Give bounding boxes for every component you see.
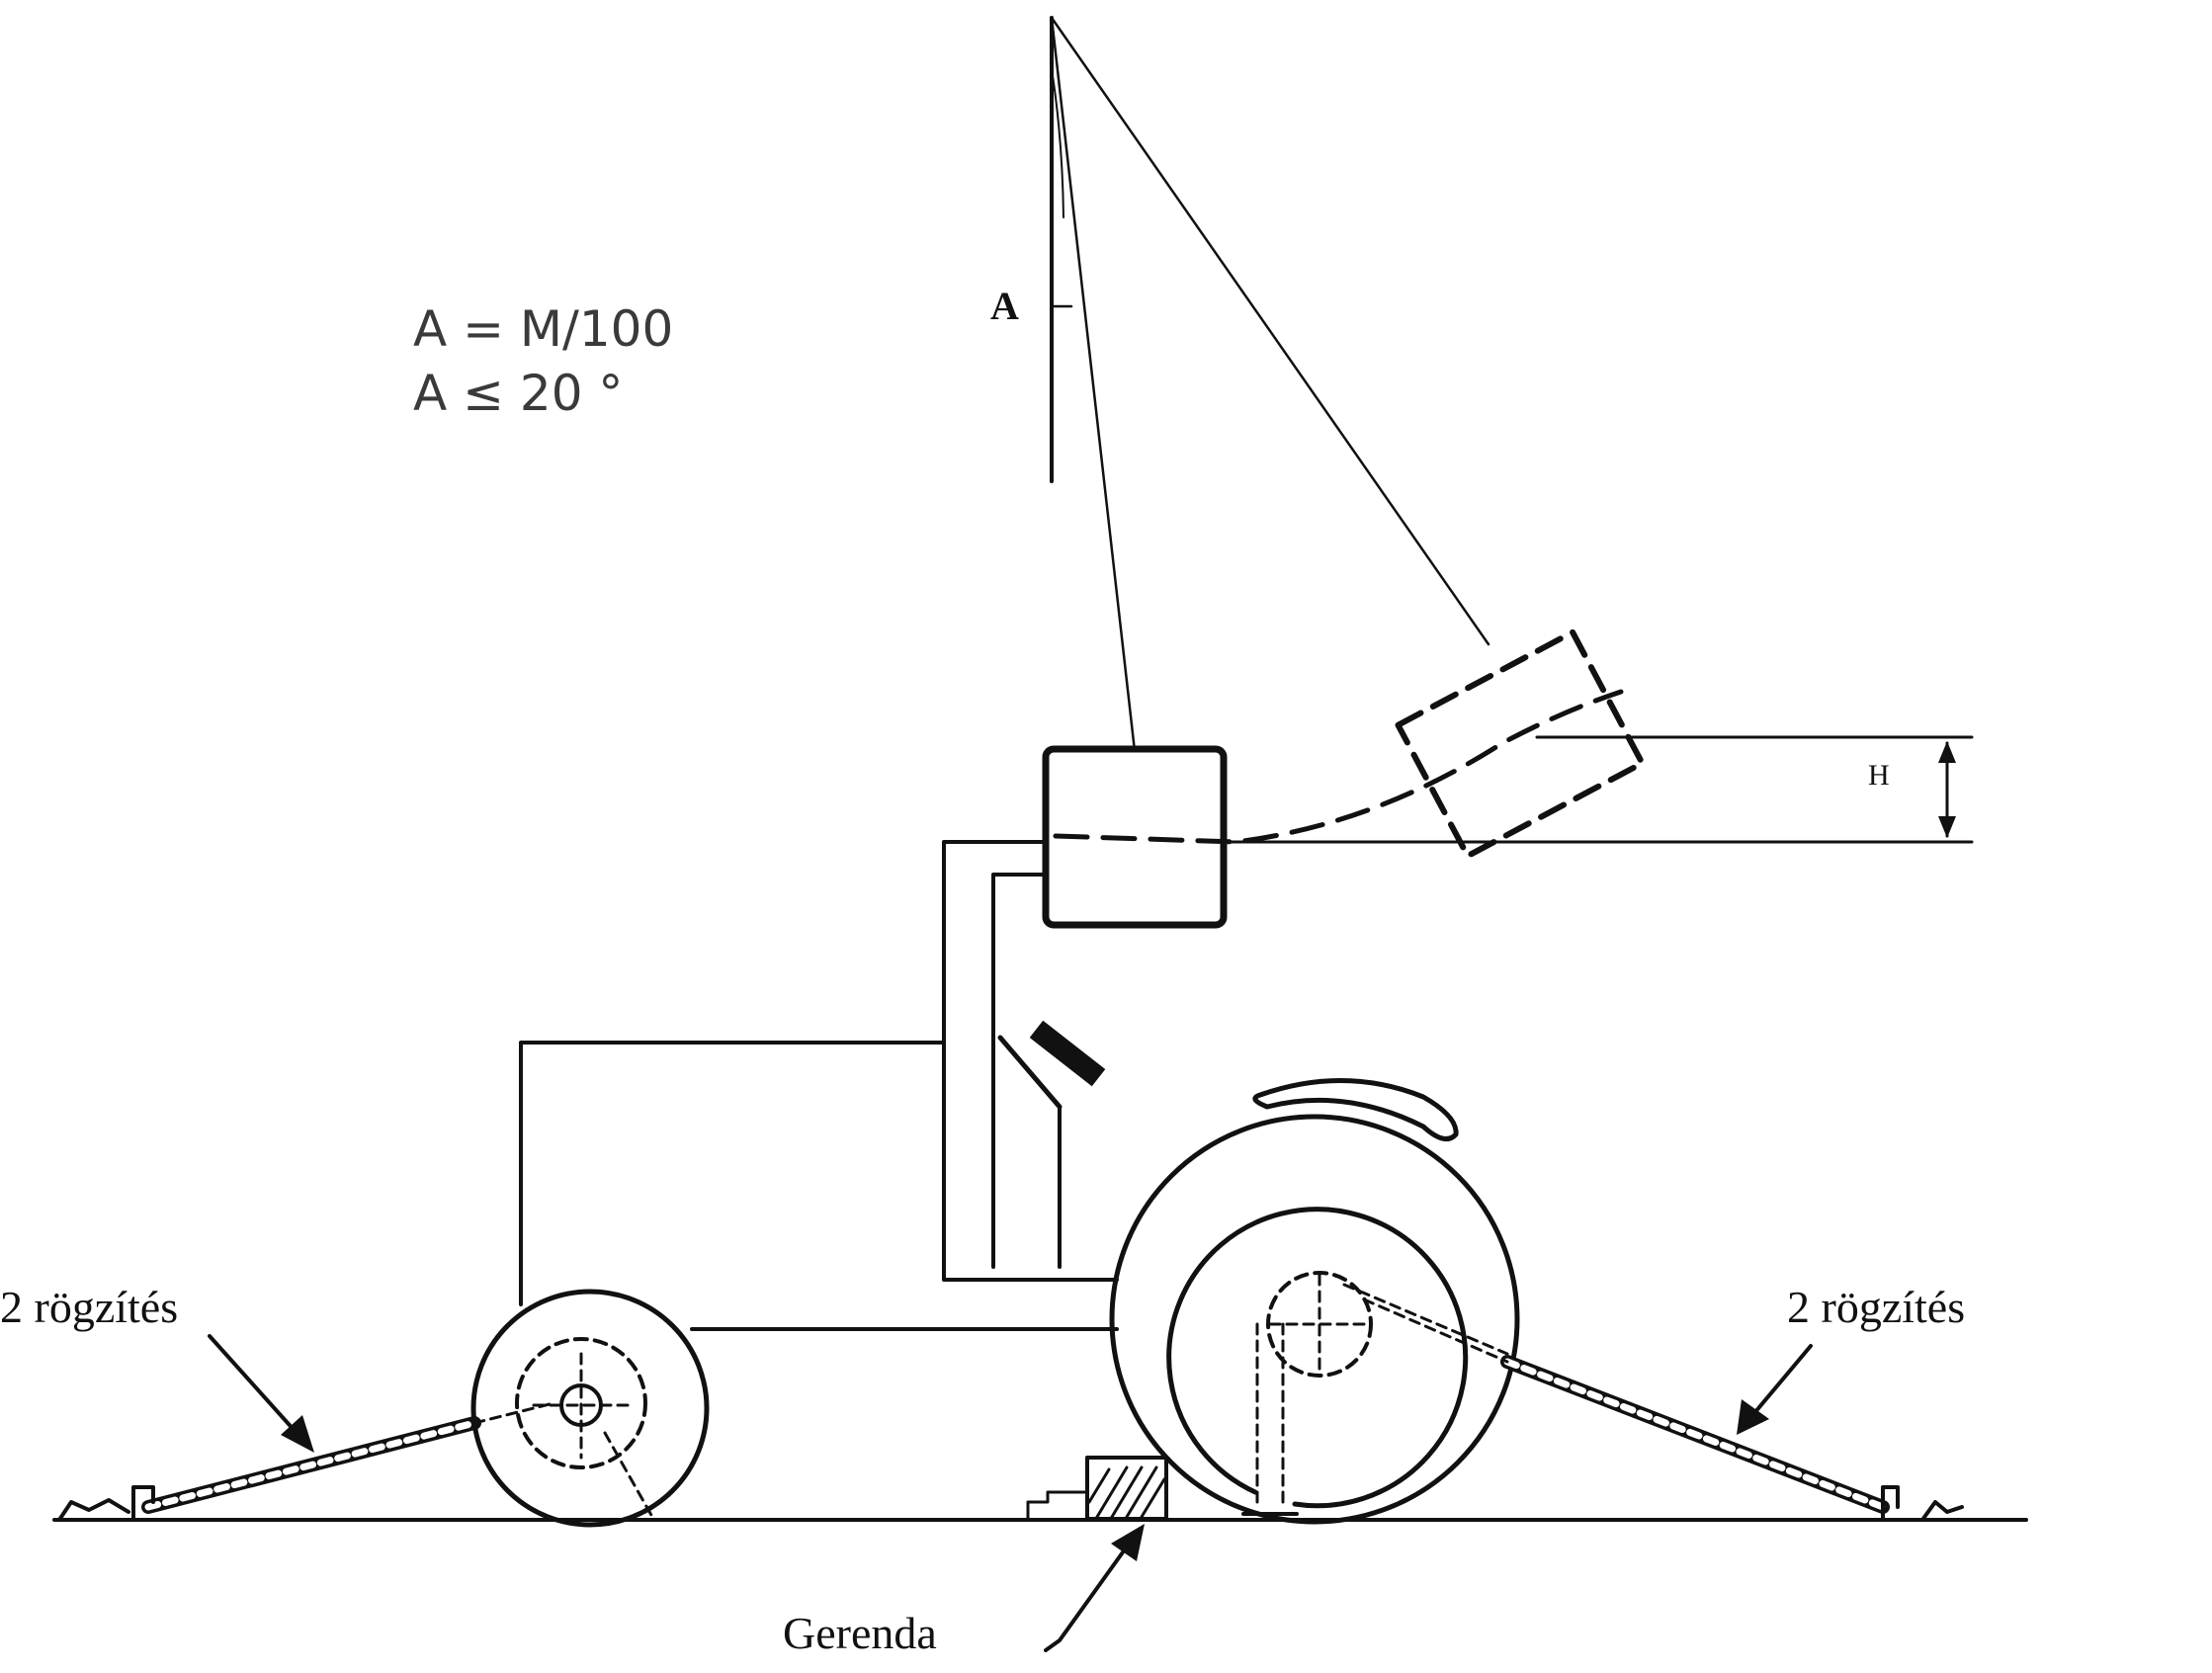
beam-label: Gerenda bbox=[783, 1608, 937, 1658]
formula-angle-ratio: A = M/100 bbox=[413, 300, 674, 358]
steering-wheel bbox=[997, 1020, 1106, 1110]
left-lashing-label: 2 rögzítés bbox=[0, 1282, 179, 1332]
tractor-body bbox=[519, 1041, 1119, 1331]
protective-structure bbox=[942, 840, 1119, 1282]
height-dimension bbox=[1224, 735, 1974, 844]
rear-fender bbox=[1252, 1078, 1459, 1141]
height-label: H bbox=[1868, 759, 1890, 792]
pendulum-suspension bbox=[1050, 16, 1490, 753]
formula-angle-limit: A ≤ 20 ° bbox=[413, 365, 624, 422]
pendulum-block-impact bbox=[1042, 745, 1228, 929]
ground-anchors bbox=[57, 1485, 1964, 1522]
front-wheel bbox=[470, 1289, 710, 1528]
label-arrows bbox=[208, 1334, 1813, 1652]
pendulum-block-release bbox=[1395, 628, 1646, 860]
right-lashing-label: 2 rögzítés bbox=[1787, 1282, 1966, 1332]
rear-wheel bbox=[1109, 1114, 1520, 1525]
pendulum-swing-path bbox=[1053, 689, 1624, 845]
lashing-chains bbox=[141, 1283, 1890, 1514]
beam bbox=[1026, 1456, 1168, 1522]
angle-label: A bbox=[990, 284, 1019, 328]
